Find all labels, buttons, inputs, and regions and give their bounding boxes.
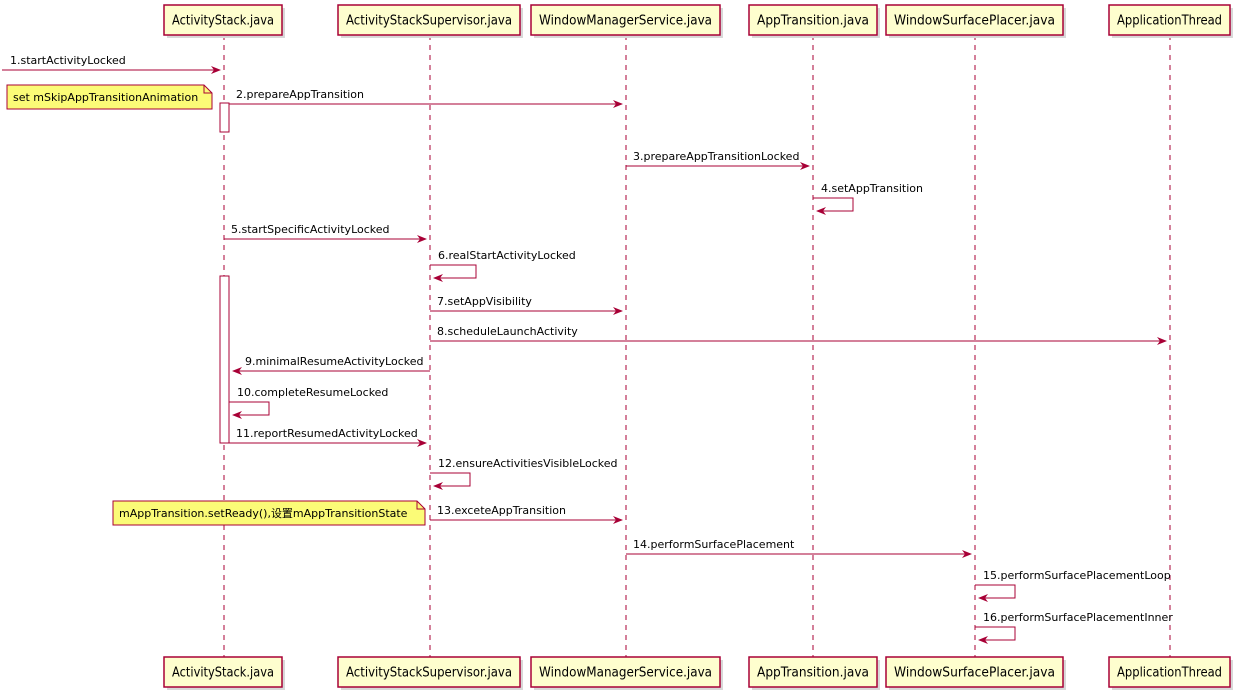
participant-label: ApplicationThread — [1117, 14, 1222, 29]
message-arrow — [229, 401, 270, 419]
message-11: 11.reportResumedActivityLocked — [229, 427, 427, 447]
participant-box — [337, 656, 521, 688]
message-2: 2.prepareAppTransition — [229, 88, 623, 108]
participant-label: AppTransition.java — [757, 14, 869, 29]
message-arrow — [975, 626, 1016, 644]
message-3: 3.prepareAppTransitionLocked — [626, 150, 810, 170]
participant-box — [1108, 4, 1231, 36]
note-label: mAppTransition.setReady(),设置mAppTransiti… — [119, 507, 408, 520]
participant-box — [163, 656, 283, 688]
participant-box — [337, 4, 521, 36]
message-8: 8.scheduleLaunchActivity — [430, 325, 1167, 345]
participant-as-top: ActivityStack.java — [163, 4, 285, 38]
message-label: 16.performSurfacePlacementInner — [983, 611, 1173, 624]
message-12: 12.ensureActivitiesVisibleLocked — [430, 457, 618, 490]
participant-wsp-bottom: WindowSurfacePlacer.java — [885, 656, 1066, 690]
message-label: 7.setAppVisibility — [437, 295, 532, 308]
message-label: 4.setAppTransition — [821, 182, 923, 195]
message-arrow — [430, 472, 471, 490]
participant-label: ActivityStackSupervisor.java — [346, 666, 512, 681]
participant-wms-top: WindowManagerService.java — [530, 4, 723, 38]
activation-bar-as-2 — [219, 275, 230, 444]
message-5: 5.startSpecificActivityLocked — [224, 223, 427, 243]
note-box — [6, 84, 213, 110]
message-16: 16.performSurfacePlacementInner — [975, 611, 1173, 644]
message-10: 10.completeResumeLocked — [229, 386, 388, 419]
message-label: 14.performSurfacePlacement — [633, 538, 795, 551]
message-14: 14.performSurfacePlacement — [626, 538, 972, 558]
note-label: set mSkipAppTransitionAnimation — [13, 91, 198, 104]
note-fold — [203, 85, 212, 94]
participant-apt-bottom: ApplicationThread — [1108, 656, 1233, 690]
participant-label: WindowSurfacePlacer.java — [894, 666, 1055, 681]
participant-label: ActivityStack.java — [172, 14, 274, 29]
message-label: 13.exceteAppTransition — [437, 504, 566, 517]
participant-label: AppTransition.java — [757, 666, 869, 681]
participant-label: ApplicationThread — [1117, 666, 1222, 681]
message-label: 10.completeResumeLocked — [237, 386, 388, 399]
participant-label: ActivityStackSupervisor.java — [346, 14, 512, 29]
participant-as-bottom: ActivityStack.java — [163, 656, 285, 690]
message-15: 15.performSurfacePlacementLoop — [975, 569, 1171, 602]
message-label: 6.realStartActivityLocked — [438, 249, 576, 262]
note-fold — [416, 501, 425, 510]
participant-box — [748, 656, 878, 688]
message-6: 6.realStartActivityLocked — [430, 249, 576, 282]
participant-wms-bottom: WindowManagerService.java — [530, 656, 723, 690]
participant-box — [1108, 656, 1231, 688]
message-7: 7.setAppVisibility — [430, 295, 623, 315]
message-9: 9.minimalResumeActivityLocked — [232, 355, 430, 375]
note-2: mAppTransition.setReady(),设置mAppTransiti… — [112, 500, 426, 526]
message-label: 9.minimalResumeActivityLocked — [245, 355, 424, 368]
message-arrow — [430, 264, 477, 282]
message-arrow — [975, 584, 1016, 602]
participant-wsp-top: WindowSurfacePlacer.java — [885, 4, 1066, 38]
message-4: 4.setAppTransition — [813, 182, 923, 215]
participant-label: WindowManagerService.java — [539, 14, 712, 29]
activation-bar-as-1 — [219, 102, 230, 133]
participant-box — [885, 656, 1064, 688]
participant-label: WindowSurfacePlacer.java — [894, 14, 1055, 29]
participant-at-bottom: AppTransition.java — [748, 656, 880, 690]
message-label: 3.prepareAppTransitionLocked — [633, 150, 799, 163]
message-label: 8.scheduleLaunchActivity — [437, 325, 578, 338]
participant-ass-bottom: ActivityStackSupervisor.java — [337, 656, 523, 690]
message-1: 1.startActivityLocked — [2, 54, 221, 74]
note-1: set mSkipAppTransitionAnimation — [6, 84, 213, 110]
participant-apt-top: ApplicationThread — [1108, 4, 1233, 38]
participant-box — [530, 656, 721, 688]
participant-box — [530, 4, 721, 36]
message-label: 12.ensureActivitiesVisibleLocked — [438, 457, 618, 470]
message-label: 15.performSurfacePlacementLoop — [983, 569, 1171, 582]
participant-ass-top: ActivityStackSupervisor.java — [337, 4, 523, 38]
note-box — [112, 500, 426, 526]
participant-label: WindowManagerService.java — [539, 666, 712, 681]
participant-box — [163, 4, 283, 36]
participant-box — [748, 4, 878, 36]
message-13: 13.exceteAppTransition — [430, 504, 623, 524]
participant-label: ActivityStack.java — [172, 666, 274, 681]
message-arrow — [813, 197, 854, 215]
participant-at-top: AppTransition.java — [748, 4, 880, 38]
message-label: 11.reportResumedActivityLocked — [236, 427, 418, 440]
message-label: 5.startSpecificActivityLocked — [231, 223, 390, 236]
participant-box — [885, 4, 1064, 36]
message-label: 1.startActivityLocked — [10, 54, 126, 67]
message-label: 2.prepareAppTransition — [236, 88, 364, 101]
